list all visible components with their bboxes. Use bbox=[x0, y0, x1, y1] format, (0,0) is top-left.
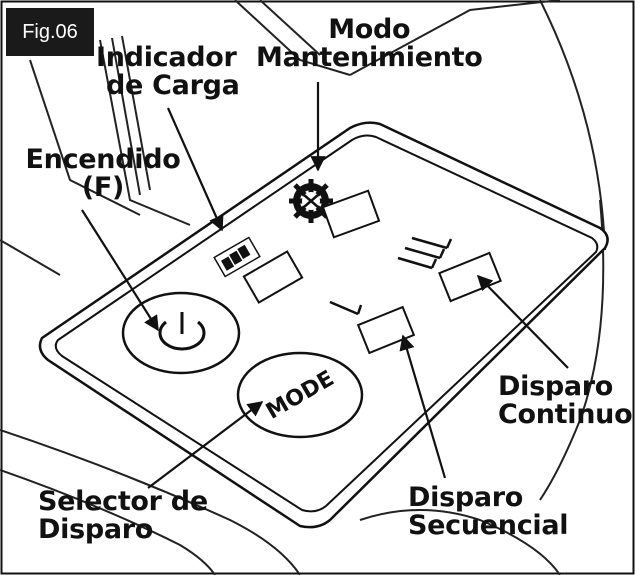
sequential-fire-window bbox=[356, 305, 416, 355]
continuous-fire-window bbox=[438, 251, 502, 303]
arrow-continuous bbox=[476, 274, 569, 369]
battery-icon bbox=[213, 236, 261, 278]
label-continuous-fire-line2: Continuo bbox=[498, 399, 633, 430]
label-power-line2: (F) bbox=[81, 172, 125, 203]
label-fire-selector-line1: Selector de bbox=[38, 486, 208, 517]
label-continuous-fire-line1: Disparo bbox=[498, 371, 614, 402]
label-maintenance-mode: Modo Mantenimiento bbox=[256, 14, 483, 73]
label-charge-indicator-line2: de Carga bbox=[106, 70, 240, 101]
single-dart-icon bbox=[329, 300, 363, 316]
label-charge-indicator-line1: Indicador bbox=[96, 42, 237, 73]
housing-lines bbox=[0, 0, 606, 575]
control-panel-inner bbox=[54, 134, 599, 513]
arrow-power bbox=[81, 209, 159, 332]
power-icon bbox=[158, 312, 206, 351]
label-maintenance-mode-line2: Mantenimiento bbox=[256, 42, 483, 73]
arrow-fire-selector bbox=[147, 401, 264, 489]
control-panel-outer bbox=[38, 121, 609, 529]
triple-dart-icon bbox=[397, 236, 453, 270]
mode-button[interactable] bbox=[236, 351, 364, 439]
label-power-line1: Encendido bbox=[25, 144, 181, 175]
figure-badge: Fig.06 bbox=[6, 8, 94, 56]
maintenance-mode-window bbox=[321, 189, 381, 239]
label-sequential-fire-line2: Secuencial bbox=[408, 510, 569, 541]
label-fire-selector: Selector de Disparo bbox=[38, 488, 208, 544]
label-sequential-fire-line1: Disparo bbox=[408, 482, 524, 513]
label-continuous-fire: Disparo Continuo bbox=[498, 371, 633, 430]
arrow-sequential bbox=[399, 334, 447, 479]
callout-arrows bbox=[81, 82, 569, 489]
label-fire-selector-line2: Disparo bbox=[38, 514, 154, 545]
label-sequential-fire: Disparo Secuencial bbox=[408, 482, 569, 541]
arrow-charge bbox=[166, 107, 224, 232]
label-maintenance-mode-line1: Modo bbox=[328, 14, 411, 45]
charge-indicator-window bbox=[242, 250, 304, 304]
label-charge-indicator: Indicador de Carga bbox=[96, 44, 240, 100]
label-power: Encendido (F) bbox=[18, 146, 188, 202]
gear-wrench-icon bbox=[289, 179, 333, 223]
